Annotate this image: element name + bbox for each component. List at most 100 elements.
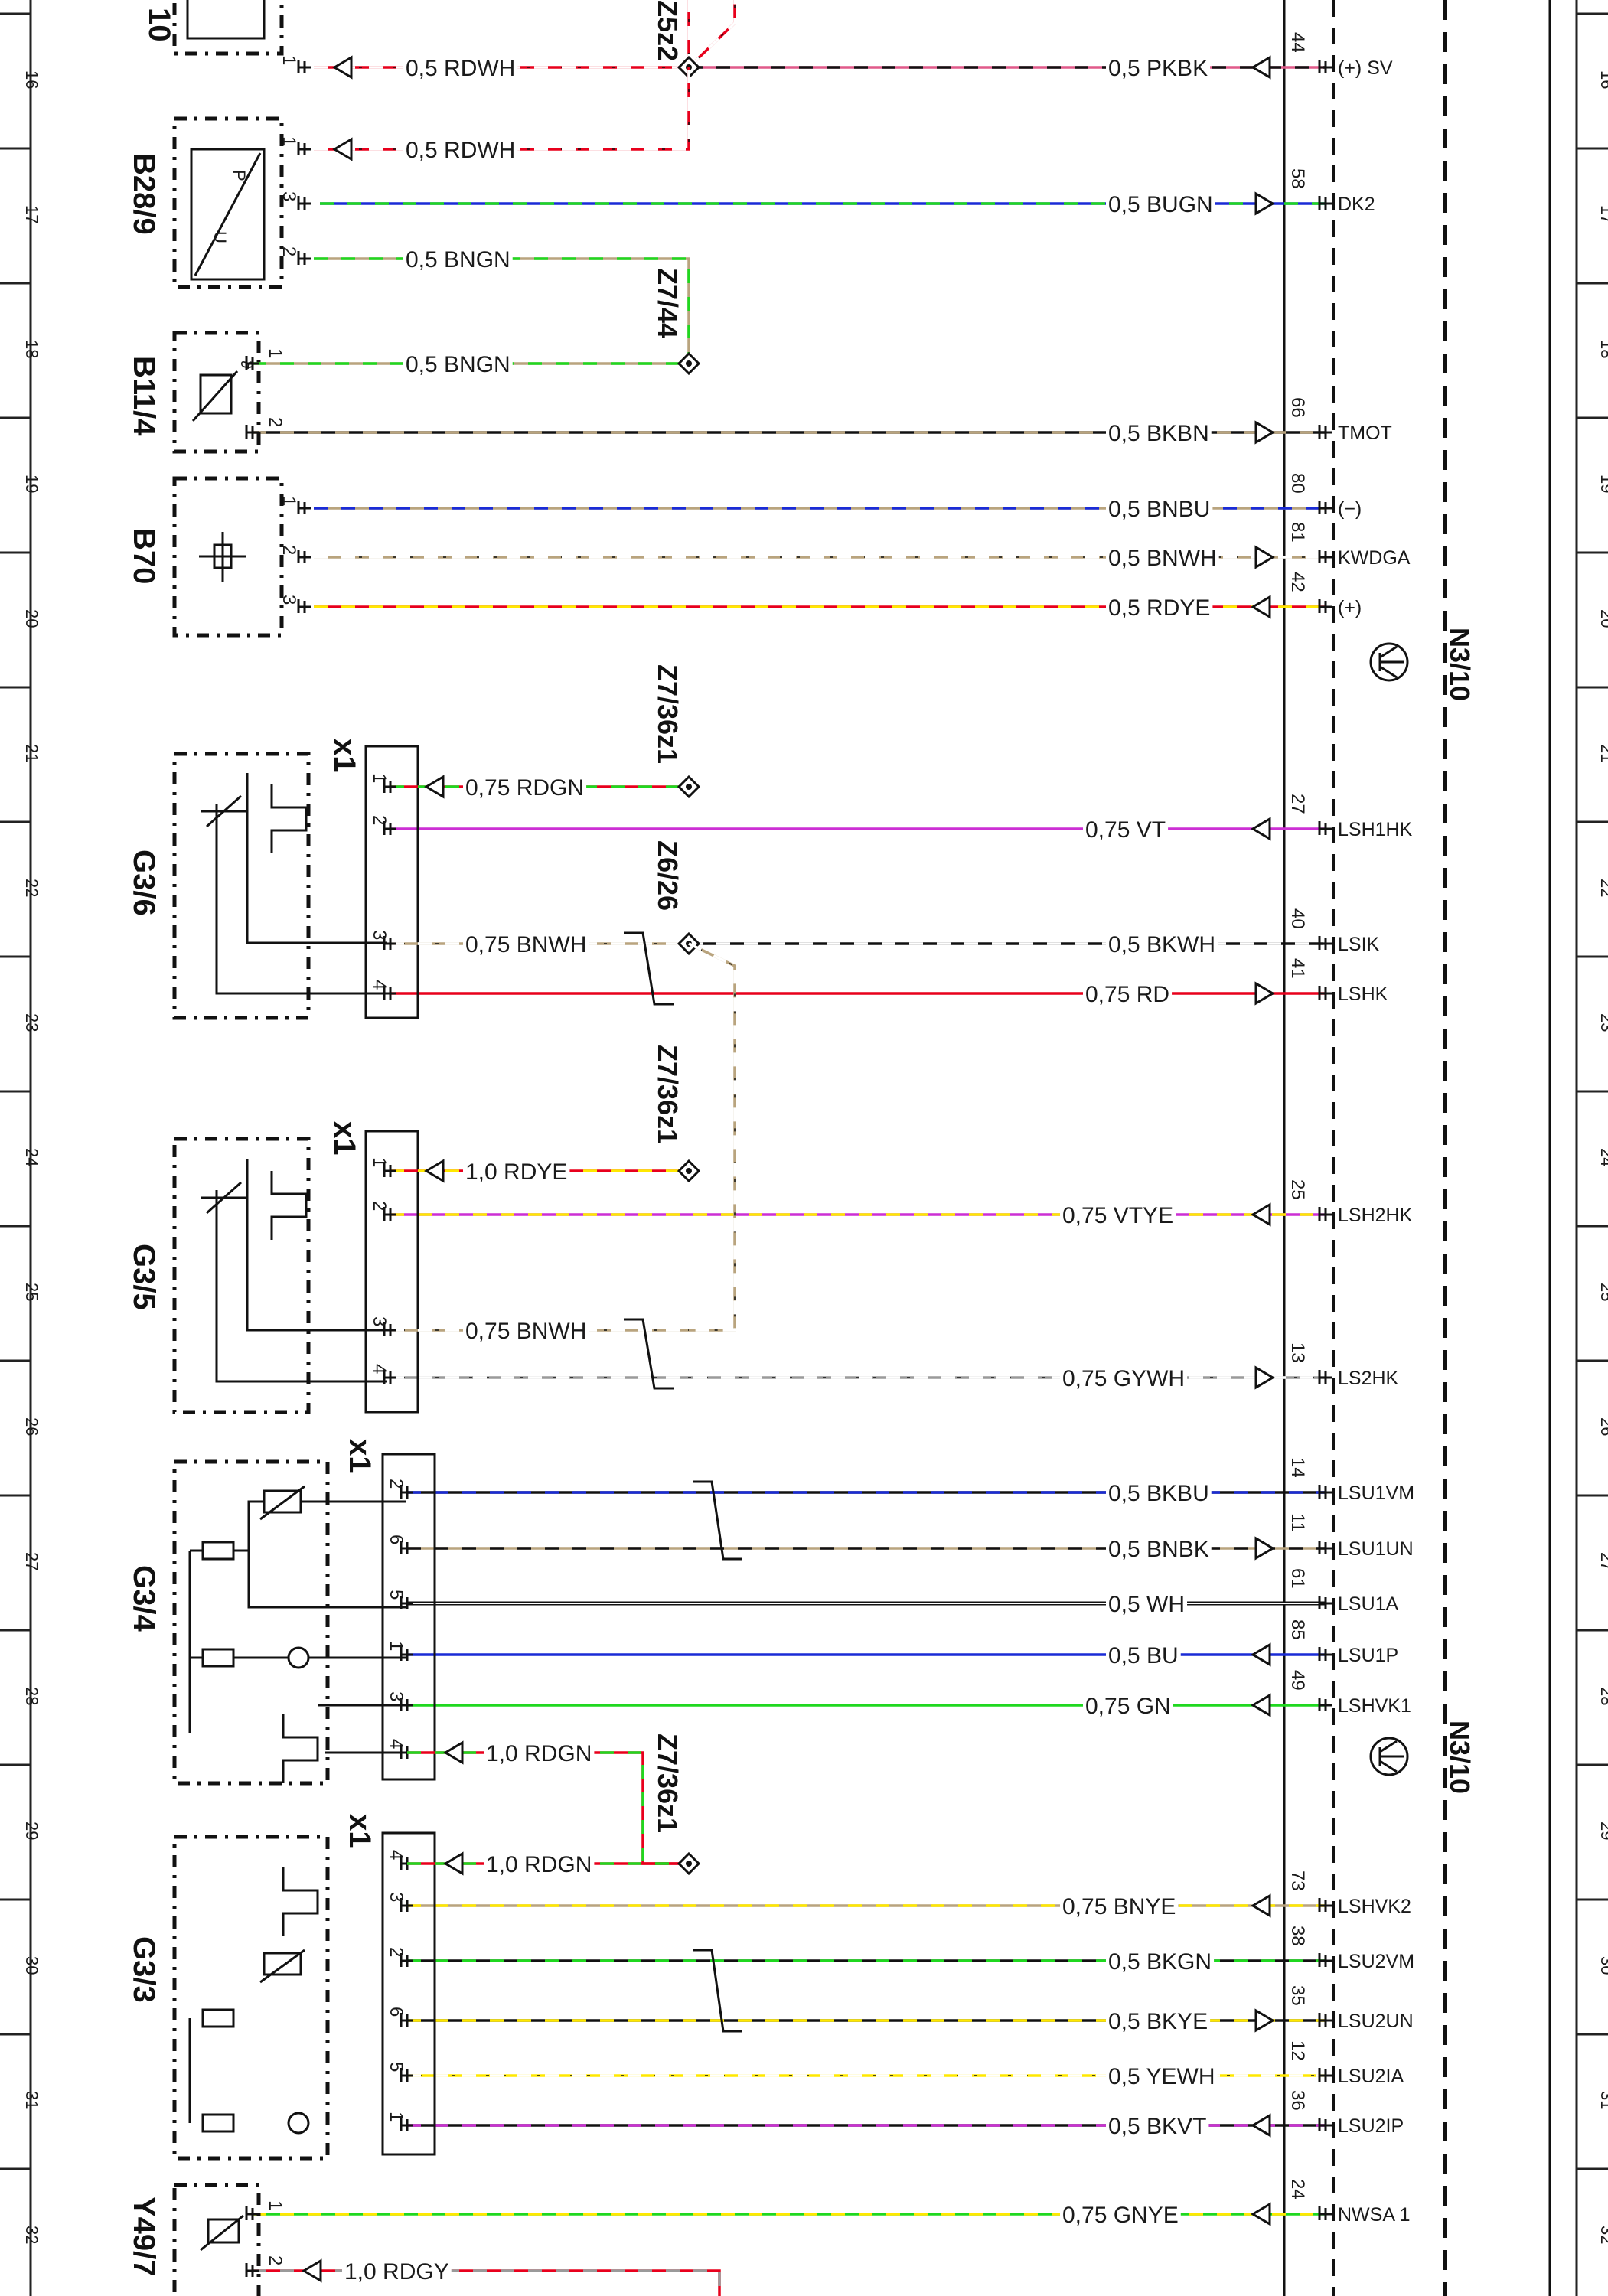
ecu-wire-label: 0,5 BKYE [1108,2009,1208,2034]
row-number-right: 31 [1597,2091,1608,2109]
row-number-right: 20 [1597,609,1608,628]
pin-terminal-icon [245,2263,259,2277]
pin-number: 4 [369,980,390,990]
ecu-pin-terminal-icon [1318,1953,1332,1967]
connector-x1-label: x1 [328,739,361,773]
splice-node-dot [686,784,692,790]
wire-label-backing [1106,546,1219,571]
row-number-left: 28 [22,1687,41,1705]
arrow-in-icon [1251,55,1271,80]
arrow-in-icon [443,1740,464,1765]
component-y49-7-label: Y49/7 [127,2197,161,2277]
node-z7-44: Z7/44 [652,268,683,338]
row-number-right: 17 [1597,205,1608,223]
arrow-in-icon [1251,1693,1271,1717]
connector-x1-label: x1 [343,1814,377,1848]
wire-label-rdgn-g33: 1,0 RDGN [486,1852,592,1877]
wire-label-backing [1106,56,1211,81]
ecu-wire-label: 0,75 GN [1085,1694,1171,1719]
ecu-wire-label: 0,75 VTYE [1062,1203,1173,1228]
pin-terminal-icon [400,1541,413,1554]
ecu-pin-name: TMOT [1338,422,1392,444]
ecu-pin-terminal-icon [1318,425,1332,439]
arrow-in-icon [1251,2202,1271,2226]
row-number-right: 18 [1597,340,1608,358]
wire-label-bngn-1: 0,5 BNGN [406,247,510,272]
sensor-p-letter: P [230,170,249,181]
arrow-out-icon [1254,420,1275,445]
wire-label-backing [403,352,513,377]
ecu-pin-number: 24 [1287,2179,1308,2200]
wire-label-rdgn-g36: 0,75 RDGN [465,775,584,801]
pin-number: 2 [265,2255,285,2265]
wire-label-rdgn-g34: 1,0 RDGN [486,1741,592,1766]
arrow-in-icon [424,1159,445,1183]
pin-number: 4 [386,1739,406,1749]
wire-label-backing [1106,1949,1215,1975]
ecu-pin-name: LSH2HK [1338,1205,1413,1226]
wire-label-backing [1106,1537,1212,1562]
pin-number: 2 [369,815,390,825]
ecu-pin-name: DK2 [1338,194,1375,215]
arrow-out-icon [1254,191,1275,216]
row-number-right: 30 [1597,1956,1608,1975]
wire-label-backing [403,138,518,163]
pin-number: 1 [369,1157,390,1167]
row-number-left: 16 [22,70,41,89]
ecu-pin-terminal-icon [1318,1541,1332,1554]
ecu-pin-number: 35 [1287,1985,1308,2006]
ecu-pin-name: (+) SV [1338,57,1393,79]
row-number-left: 19 [22,475,41,493]
splice-node-dot [686,360,692,367]
wire-label-backing [1060,1203,1176,1228]
ecu-pin-terminal-icon [1318,1207,1332,1221]
arrow-in-icon [424,775,445,799]
ecu-pin-name: LSU1VM [1338,1482,1414,1504]
row-number-right: 24 [1597,1148,1608,1166]
node-z7-36z1-a: Z7/36z1 [652,664,683,764]
ecu-wire-label: 0,5 YEWH [1108,2064,1215,2089]
pin-terminal-icon [245,2206,259,2220]
ecu-pin-number: 36 [1287,2090,1308,2111]
arrow-in-icon [332,55,353,80]
component-b28-9: P U B28/9 [127,116,284,289]
wire-label-backing [1106,595,1213,621]
row-number-left: 17 [22,205,41,223]
pin-terminal-icon [383,1163,396,1177]
wire-label-backing [1106,2064,1218,2089]
ecu-pin-number: 42 [1287,572,1308,592]
pin-terminal-icon [297,550,311,563]
pin-terminal-icon [400,2068,413,2082]
pin-number: 3 [369,1316,390,1326]
pin-terminal-icon [297,251,311,265]
connector-x1-label: x1 [328,1121,361,1156]
splice-node-dot [686,1861,692,1867]
pin-number: 2 [265,417,285,427]
row-grid-frame [29,0,1578,2296]
arrow-in-icon [332,137,353,161]
wire-label-backing [1060,1366,1188,1391]
wire-label-bngn-2: 0,5 BNGN [406,352,510,377]
pin-number: 6 [386,1534,406,1544]
ecu-pin-number: 11 [1287,1513,1308,1532]
component-g3-5-label: G3/5 [127,1244,161,1310]
row-number-right: 21 [1597,744,1608,762]
node-z7-36z1-b: Z7/36z1 [652,1045,683,1144]
wire-label-backing [1060,1894,1179,1919]
node-z5z2: Z5z2 [652,0,683,61]
ecu-wire-label: 0,5 BKBN [1108,421,1209,446]
pin-terminal-icon [383,779,396,793]
pin-number: 3 [279,595,299,605]
connector-x1-label: x1 [343,1439,377,1473]
wire-label-backing [1106,2114,1209,2139]
ecu-pin-name: LSU2UN [1338,2011,1414,2032]
splice-node-dot [686,1168,692,1174]
arrow-in-icon [443,1851,464,1876]
row-number-left: 20 [22,609,41,628]
